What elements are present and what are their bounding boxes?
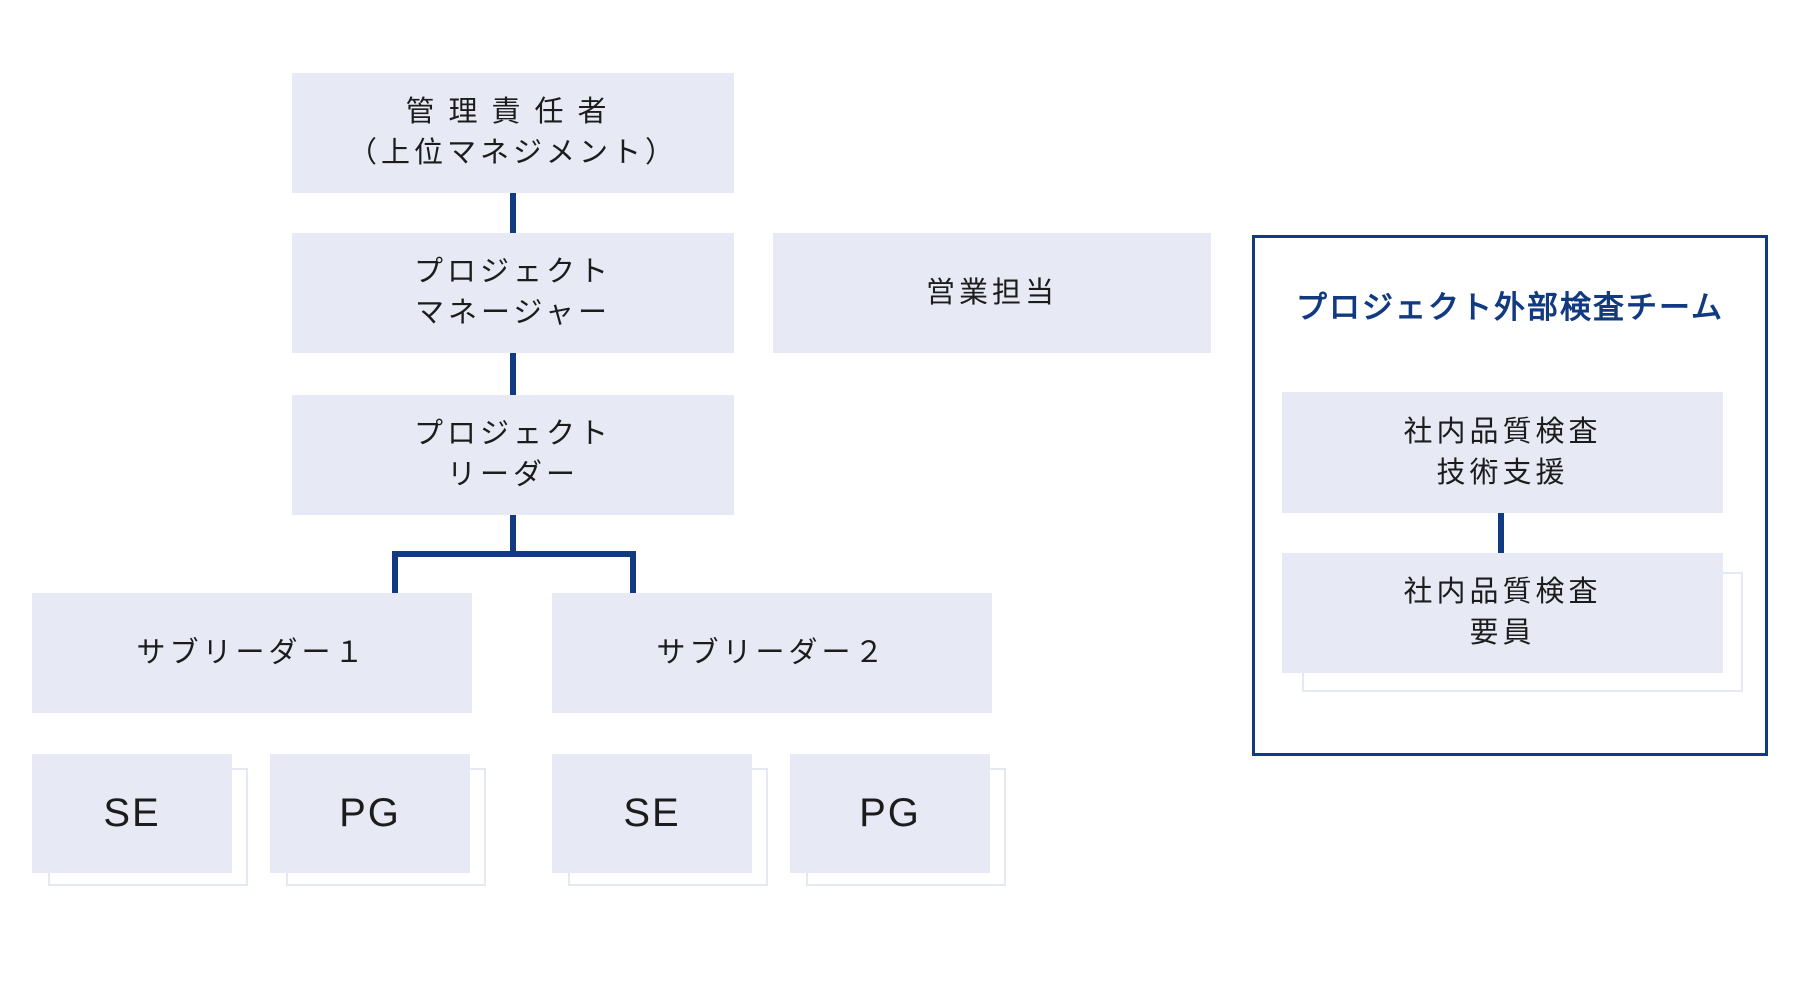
node-label: 営業担当 [925,276,1058,309]
node-sub-leader-2: サブリーダー２ [552,593,992,713]
panel-title: プロジェクト外部検査チーム [1295,290,1725,325]
node-label: 管理責任者 [405,96,621,128]
node-label: SE [623,791,681,835]
node-qa-staff: 社内品質検査 要員 [1282,553,1723,673]
connector-pl-stub [510,515,516,553]
node-label: 要員 [1469,617,1536,649]
connector-top-to-pm [510,193,516,233]
node-label: SE [103,791,161,835]
node-sub-leader-1: サブリーダー１ [32,593,472,713]
node-top-management: 管理責任者 （上位マネジメント） [292,73,734,193]
node-label: プロジェクト [413,256,612,288]
node-project-leader: プロジェクト リーダー [292,395,734,515]
node-label: マネージャー [415,297,611,329]
node-label: サブリーダー１ [136,636,368,669]
node-sales: 営業担当 [773,233,1211,353]
node-pg-team1: PG [270,754,470,873]
node-label: 社内品質検査 [1403,415,1602,448]
connector-drop-sub2 [630,551,636,595]
node-label: プロジェクト [413,418,612,450]
external-inspection-panel: プロジェクト外部検査チーム 社内品質検査 技術支援 社内品質検査 要員 [1252,235,1768,756]
connector-qa-support-to-staff [1498,513,1504,553]
connector-pm-to-pl [510,353,516,395]
connector-branch-bar [392,551,636,557]
node-label: PG [339,791,401,835]
connector-drop-sub1 [392,551,398,595]
node-label: 技術支援 [1436,456,1569,489]
node-project-manager: プロジェクト マネージャー [292,233,734,353]
node-pg-team2: PG [790,754,990,873]
node-label: 社内品質検査 [1403,576,1602,608]
node-se-team1: SE [32,754,232,873]
node-label: PG [859,791,921,835]
node-label: サブリーダー２ [656,636,888,669]
node-label: リーダー [446,459,579,491]
node-label: （上位マネジメント） [347,137,678,169]
node-qa-tech-support: 社内品質検査 技術支援 [1282,392,1723,513]
node-se-team2: SE [552,754,752,873]
